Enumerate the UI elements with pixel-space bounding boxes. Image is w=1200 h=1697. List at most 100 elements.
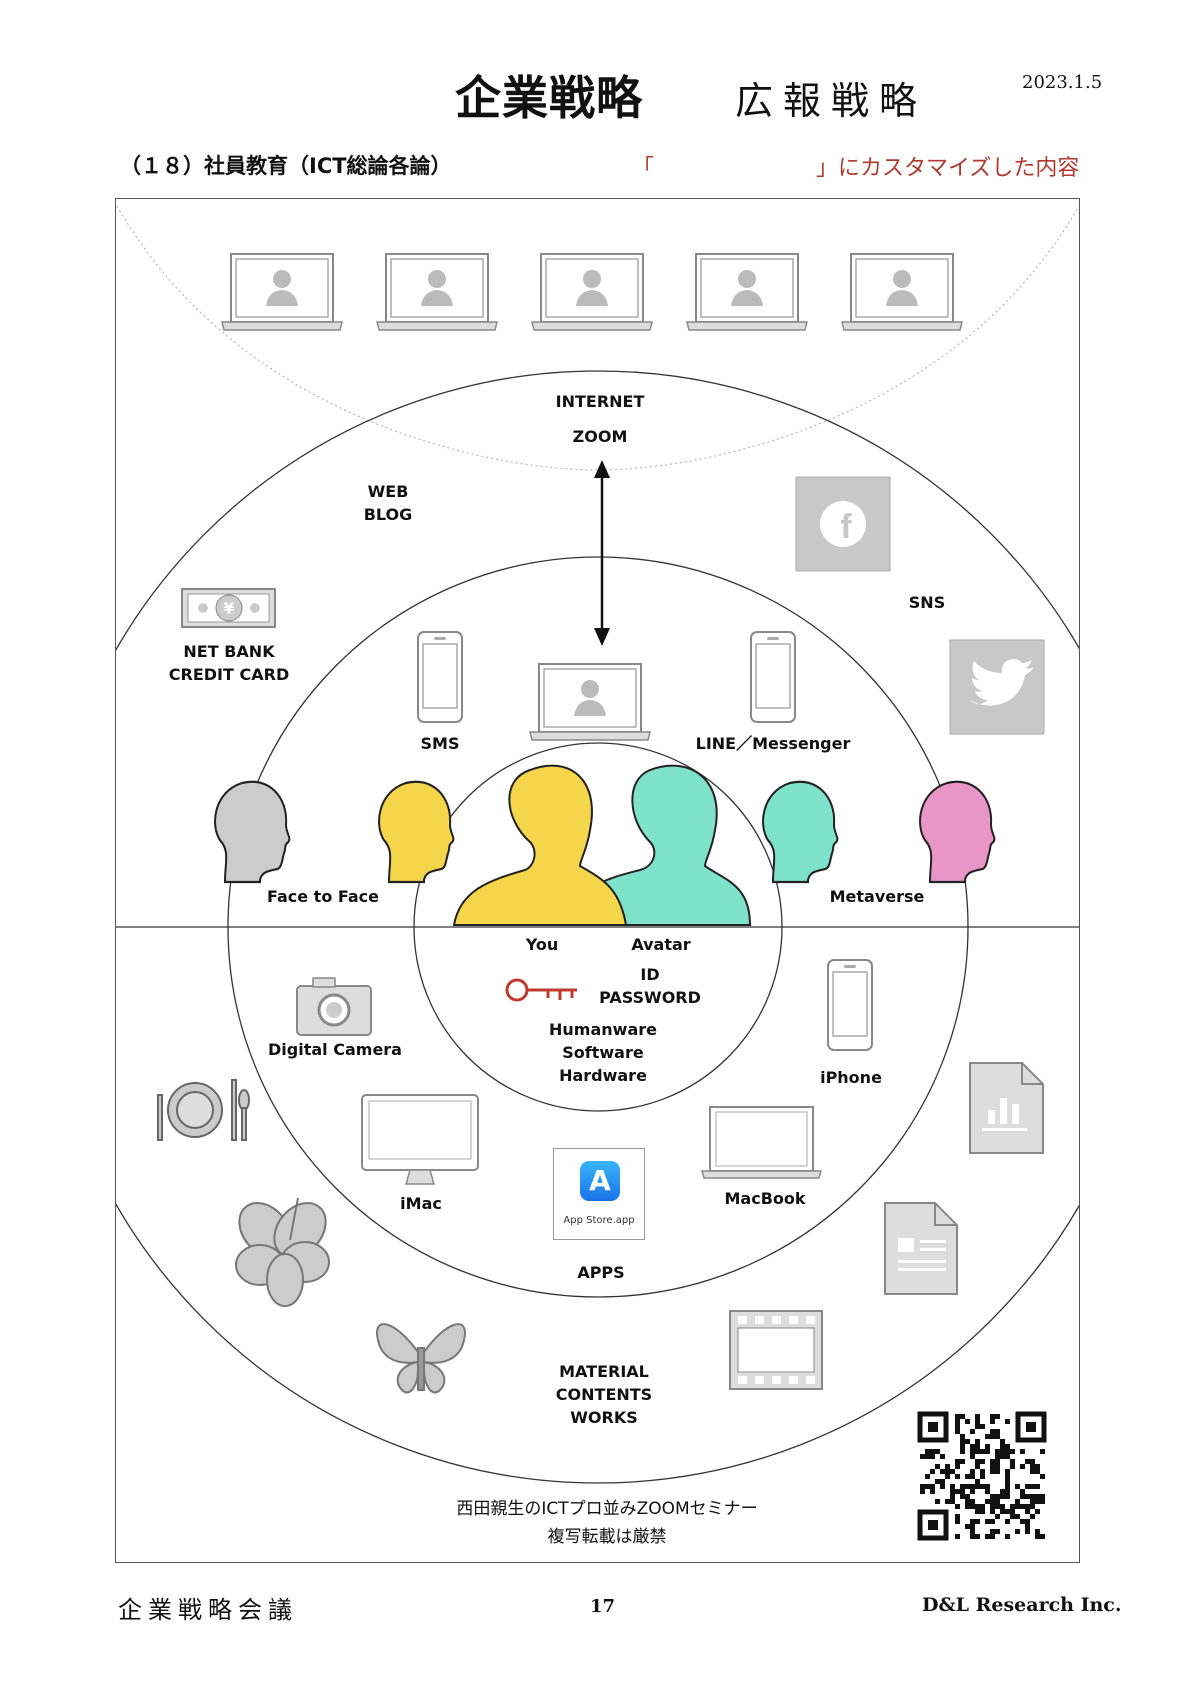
qr-module [920,1489,925,1494]
customized-close: 」にカスタマイズした内容 [816,156,1080,181]
zoom-label: ZOOM [572,427,628,446]
qr-module [1005,1489,1010,1494]
qr-module [950,1484,955,1489]
customized-note: 「」にカスタマイズした内容 [632,150,1079,182]
qr-module [1030,1464,1035,1469]
qr-module [950,1499,955,1504]
qr-module [1040,1494,1045,1499]
qr-module [1005,1449,1010,1454]
macbook-icon [701,1106,822,1179]
facebook-icon: f [795,476,891,572]
footer-logo: 企業戦略会議 [118,1596,298,1624]
qr-module [945,1469,950,1474]
qr-module [1020,1449,1025,1454]
qr-module [950,1469,955,1474]
qr-module [985,1449,990,1454]
qr-module [925,1474,930,1479]
qr-module [930,1454,935,1459]
flower-icon [235,1197,330,1307]
qr-module [1000,1439,1005,1444]
line-messenger-label: LINE／Messenger [695,734,851,753]
qr-module [1015,1504,1020,1509]
qr-module [955,1414,960,1419]
qr-module [975,1439,980,1444]
qr-module [1025,1524,1030,1529]
qr-module [1020,1489,1025,1494]
qr-module [985,1484,990,1489]
qr-module [970,1499,975,1504]
qr-module [925,1449,930,1454]
qr-module [945,1464,950,1469]
qr-module [1010,1449,1015,1454]
qr-module [970,1524,975,1529]
qr-module [945,1499,950,1504]
laptop-icon [221,253,343,331]
qr-module [1025,1459,1030,1464]
qr-module [1025,1484,1030,1489]
blog-label: BLOG [363,505,413,524]
qr-module [1035,1464,1040,1469]
qr-module [975,1504,980,1509]
qr-code-icon [917,1411,1047,1541]
qr-module [995,1494,1000,1499]
qr-module [1010,1504,1015,1509]
qr-module [1030,1469,1035,1474]
qr-module [1005,1534,1010,1539]
laptop-icon [841,253,963,331]
text-document-icon [884,1202,958,1295]
section-title: （１８）社員教育（ICT総論各論） [120,154,452,178]
qr-module [1035,1529,1040,1534]
apps-label: APPS [577,1263,625,1282]
qr-module [1035,1494,1040,1499]
qr-module [920,1454,925,1459]
gray-head-icon [213,780,291,884]
qr-module [1040,1449,1045,1454]
qr-module [970,1429,975,1434]
qr-module [975,1424,980,1429]
iphone-label: iPhone [820,1068,882,1087]
qr-module [945,1474,950,1479]
qr-module [1000,1494,1005,1499]
sub-title: 広報戦略 [735,79,928,123]
qr-module [1025,1494,1030,1499]
sms-label: SMS [420,734,460,753]
face-to-face-label: Face to Face [266,887,380,906]
qr-module [1030,1499,1035,1504]
qr-module [955,1459,960,1464]
qr-module [975,1534,980,1539]
qr-module [1010,1464,1015,1469]
phone-icon [750,631,796,723]
qr-module [970,1444,975,1449]
qr-module [925,1454,930,1459]
qr-module [940,1484,945,1489]
qr-module [1010,1514,1015,1519]
qr-module [930,1469,935,1474]
qr-module [990,1419,995,1424]
qr-module [980,1484,985,1489]
qr-module [1005,1444,1010,1449]
qr-module [955,1464,960,1469]
avatar-label: Avatar [631,935,691,954]
qr-module [985,1499,990,1504]
qr-module [990,1499,995,1504]
qr-module [935,1499,940,1504]
qr-module [970,1474,975,1479]
qr-module [955,1429,960,1434]
qr-module [1005,1519,1010,1524]
qr-module [995,1469,1000,1474]
qr-module [985,1434,990,1439]
qr-module [1015,1529,1020,1534]
imac-icon [361,1094,479,1185]
software-label: Software [562,1043,644,1062]
qr-module [980,1449,985,1454]
qr-module [1035,1534,1040,1539]
qr-module [1025,1504,1030,1509]
qr-module [975,1459,980,1464]
qr-module [1015,1484,1020,1489]
app-store-tile[interactable]: A App Store.app [553,1148,645,1240]
qr-module [955,1504,960,1509]
qr-module [1020,1519,1025,1524]
qr-module [1040,1499,1045,1504]
laptop-icon [529,663,651,741]
